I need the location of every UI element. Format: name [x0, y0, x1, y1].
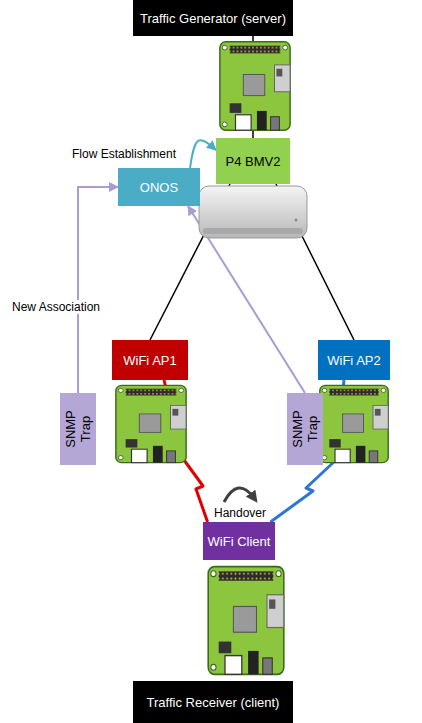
raspberry-pi: [116, 385, 186, 462]
node-text: Traffic Receiver (client): [147, 695, 280, 710]
raspberry-pi: [320, 385, 388, 462]
raspberry-pi: [220, 42, 290, 130]
access-point-box: WiFi AP2: [318, 340, 390, 380]
device-label: Traffic Receiver (client): [133, 681, 293, 723]
node-text: WiFi AP1: [123, 353, 176, 368]
node-text: ONOS: [140, 180, 178, 195]
access-point-box: WiFi AP1: [112, 340, 188, 380]
raspberry-pi: [208, 567, 284, 675]
node-text: SNMP Trap: [290, 396, 320, 462]
trap-box: SNMP Trap: [287, 393, 323, 465]
node-text: WiFi AP2: [327, 353, 380, 368]
node-text: SNMP Trap: [63, 396, 93, 462]
mac-mini: [199, 186, 307, 238]
client-box: WiFi Client: [203, 522, 276, 560]
edge-label: New Association: [10, 300, 102, 314]
edge-label: Flow Establishment: [70, 147, 178, 161]
switch-box: P4 BMV2: [216, 138, 290, 184]
node-text: Traffic Generator (server): [140, 11, 286, 26]
node-text: WiFi Client: [208, 534, 271, 549]
device-label: Traffic Generator (server): [133, 0, 293, 36]
controller-box: ONOS: [118, 168, 200, 206]
handover-arrow: [224, 488, 254, 502]
trap-box: SNMP Trap: [60, 393, 96, 465]
node-text: P4 BMV2: [226, 154, 281, 169]
annotation-label: Handover: [212, 506, 268, 520]
connector: [190, 140, 216, 168]
